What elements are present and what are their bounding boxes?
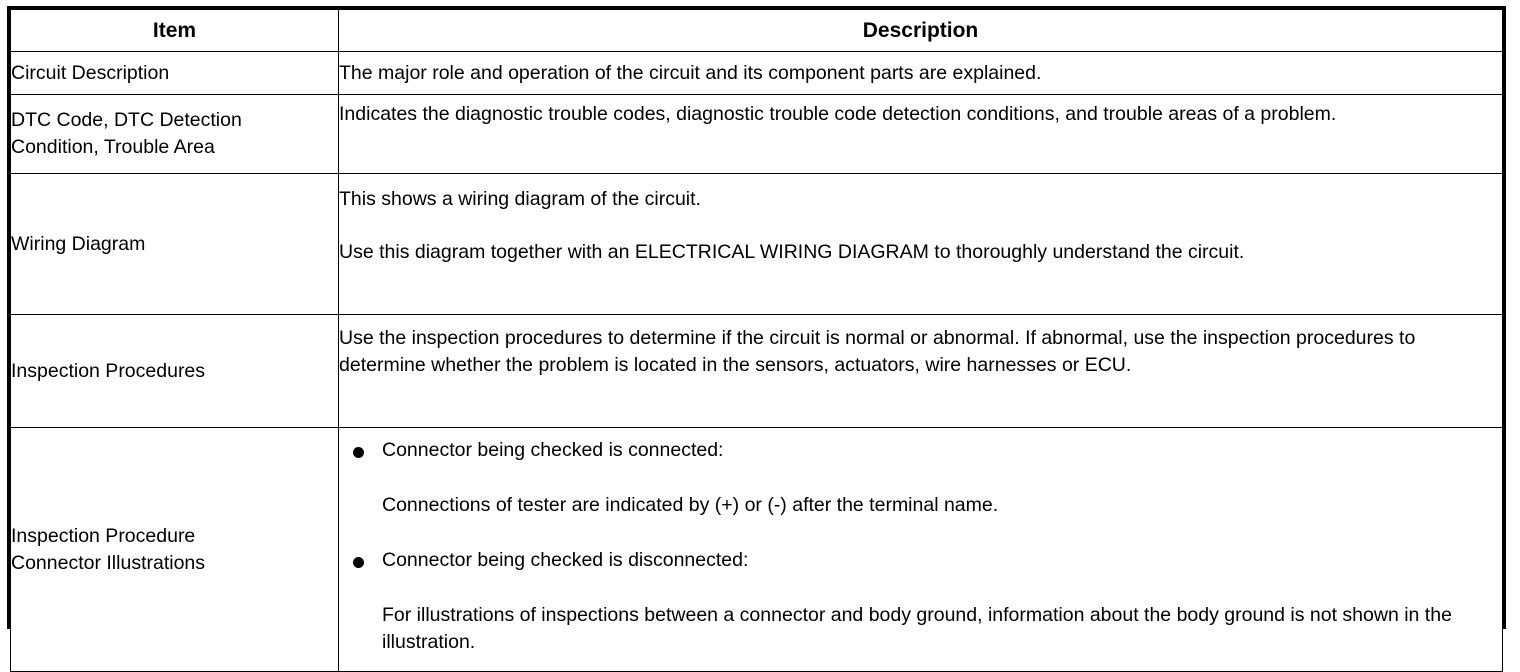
table-body: Circuit Description The major role and o… (10, 51, 1503, 672)
item-label-line: Condition, Trouble Area (11, 136, 215, 158)
list-item: Connector being checked is disconnected:… (339, 547, 1502, 656)
document-page: Item Description Circuit Description The… (7, 6, 1506, 672)
bullet-title: Connector being checked is connected: (382, 439, 724, 461)
item-cell-inspection-procedures: Inspection Procedures (10, 314, 339, 428)
specification-table-container: Item Description Circuit Description The… (7, 6, 1506, 672)
description-cell-circuit-description: The major role and operation of the circ… (338, 51, 1503, 95)
item-cell-dtc-code: DTC Code, DTC Detection Condition, Troub… (10, 94, 339, 174)
table-header-row: Item Description (10, 9, 1503, 52)
table-header: Item Description (10, 9, 1503, 52)
description-paragraph: Indicates the diagnostic trouble codes, … (339, 103, 1337, 125)
bullet-list: Connector being checked is connected: Co… (339, 437, 1502, 656)
column-header-item: Item (10, 9, 339, 52)
table-row: DTC Code, DTC Detection Condition, Troub… (10, 94, 1503, 174)
description-paragraph: Use this diagram together with an ELECTR… (339, 241, 1245, 263)
bullet-title: Connector being checked is disconnected: (382, 549, 749, 571)
column-header-description: Description (338, 9, 1503, 52)
table-row: Inspection Procedure Connector Illustrat… (10, 427, 1503, 672)
description-paragraph: The major role and operation of the circ… (339, 61, 1042, 84)
table-row: Inspection Procedures Use the inspection… (10, 314, 1503, 428)
item-label-line: Wiring Diagram (11, 232, 146, 255)
item-label-line: Inspection Procedures (11, 359, 206, 382)
description-paragraph: Use the inspection procedures to determi… (339, 327, 1416, 376)
description-cell-dtc-code: Indicates the diagnostic trouble codes, … (338, 94, 1503, 174)
bullet-dot-icon (353, 447, 364, 458)
description-cell-wiring-diagram: This shows a wiring diagram of the circu… (338, 173, 1503, 315)
bullet-dot-icon (353, 557, 364, 568)
table-row: Circuit Description The major role and o… (10, 51, 1503, 95)
item-cell-wiring-diagram: Wiring Diagram (10, 173, 339, 315)
specification-table: Item Description Circuit Description The… (10, 9, 1503, 672)
item-label-line: Connector Illustrations (11, 551, 206, 574)
item-label-line: Inspection Procedure (11, 524, 196, 547)
description-paragraph: This shows a wiring diagram of the circu… (339, 188, 701, 210)
item-cell-connector-illustrations: Inspection Procedure Connector Illustrat… (10, 427, 339, 672)
table-row: Wiring Diagram This shows a wiring diagr… (10, 173, 1503, 315)
bullet-detail: For illustrations of inspections between… (382, 604, 1452, 653)
bullet-detail: Connections of tester are indicated by (… (382, 494, 999, 516)
description-cell-inspection-procedures: Use the inspection procedures to determi… (338, 314, 1503, 428)
item-cell-circuit-description: Circuit Description (10, 51, 339, 95)
description-cell-connector-illustrations: Connector being checked is connected: Co… (338, 427, 1503, 672)
list-item: Connector being checked is connected: Co… (339, 437, 1502, 519)
item-label-line: DTC Code, DTC Detection (11, 109, 242, 131)
item-label-line: Circuit Description (11, 61, 170, 84)
